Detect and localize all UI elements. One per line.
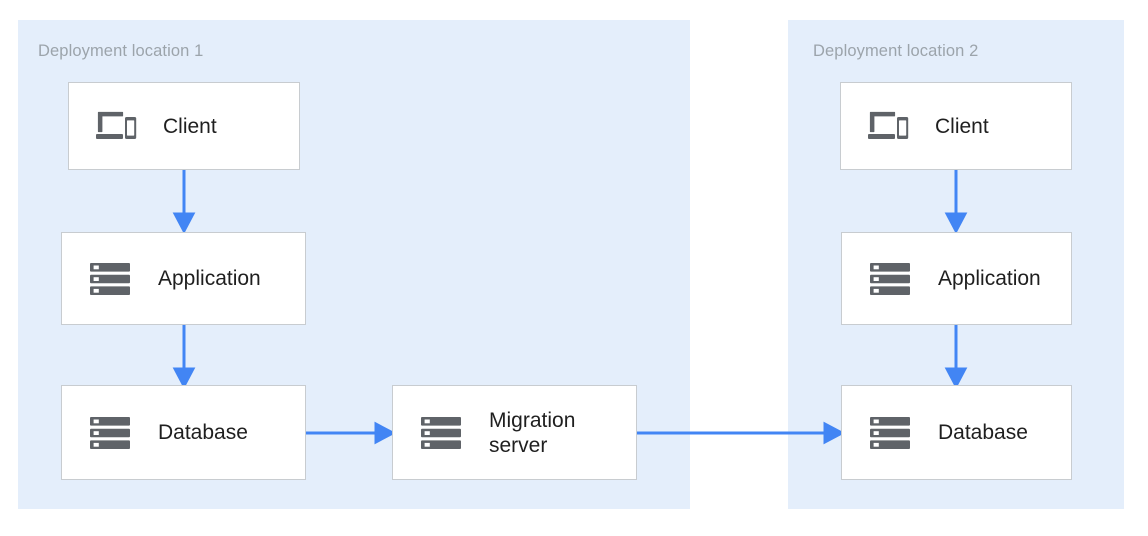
server-stack-icon	[86, 416, 134, 450]
zone-2-label: Deployment location 2	[813, 42, 979, 60]
node-application-1[interactable]: Application	[61, 232, 306, 325]
server-stack-icon	[86, 262, 134, 296]
node-application-2[interactable]: Application	[841, 232, 1072, 325]
node-database-2-label: Database	[938, 421, 1028, 444]
node-migration-server-label: Migration server	[489, 408, 576, 457]
devices-icon	[863, 109, 913, 143]
node-client-2-label: Client	[935, 114, 989, 138]
node-client-1[interactable]: Client	[68, 82, 300, 170]
node-application-1-label: Application	[158, 267, 261, 290]
node-migration-server[interactable]: Migration server	[392, 385, 637, 480]
node-database-1[interactable]: Database	[61, 385, 306, 480]
node-application-2-label: Application	[938, 267, 1041, 290]
devices-icon	[91, 109, 141, 143]
zone-1-label: Deployment location 1	[38, 42, 204, 60]
server-stack-icon	[417, 416, 465, 450]
server-stack-icon	[866, 416, 914, 450]
server-stack-icon	[866, 262, 914, 296]
node-database-2[interactable]: Database	[841, 385, 1072, 480]
node-client-2[interactable]: Client	[840, 82, 1072, 170]
node-client-1-label: Client	[163, 114, 217, 138]
node-database-1-label: Database	[158, 421, 248, 444]
